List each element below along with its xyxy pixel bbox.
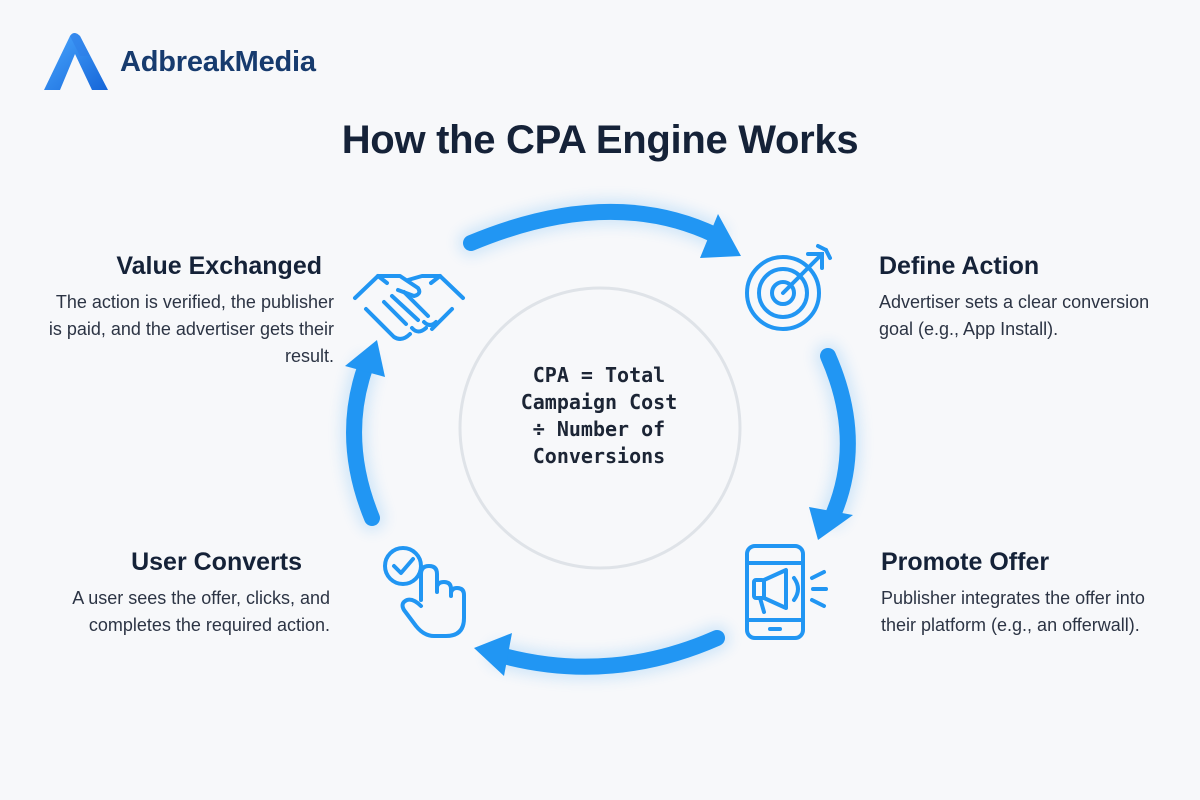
arrow-top bbox=[463, 203, 741, 258]
brand-name: AdbreakMedia bbox=[120, 45, 316, 78]
handshake-icon bbox=[353, 274, 465, 341]
step-title: Define Action bbox=[879, 252, 1040, 280]
step-title: User Converts bbox=[131, 548, 302, 576]
step-description: Publisher integrates the offer into thei… bbox=[881, 588, 1145, 635]
step-value-exchanged: Value Exchanged The action is verified, … bbox=[44, 252, 334, 370]
arrow-right bbox=[809, 348, 856, 540]
step-description: Advertiser sets a clear conversion goal … bbox=[879, 292, 1150, 339]
brand-logo-icon bbox=[40, 30, 112, 94]
step-title: Value Exchanged bbox=[116, 252, 322, 280]
step-description: A user sees the offer, clicks, and compl… bbox=[72, 588, 330, 635]
step-title: Promote Offer bbox=[881, 548, 1050, 576]
step-description: The action is verified, the publisher is… bbox=[48, 292, 334, 366]
brand-header: AdbreakMedia bbox=[40, 30, 316, 94]
step-define-action: Define Action Advertiser sets a clear co… bbox=[879, 252, 1169, 343]
cpa-formula: CPA = Total Campaign Cost ÷ Number of Co… bbox=[520, 363, 678, 468]
step-promote-offer: Promote Offer Publisher integrates the o… bbox=[881, 548, 1171, 639]
arrow-bottom bbox=[474, 630, 725, 676]
target-icon bbox=[745, 244, 832, 331]
phone-megaphone-icon bbox=[745, 544, 828, 640]
step-user-converts: User Converts A user sees the offer, cli… bbox=[40, 548, 330, 639]
tap-check-icon bbox=[383, 546, 466, 638]
arrow-left bbox=[345, 340, 385, 526]
page-title: How the CPA Engine Works bbox=[341, 118, 859, 162]
